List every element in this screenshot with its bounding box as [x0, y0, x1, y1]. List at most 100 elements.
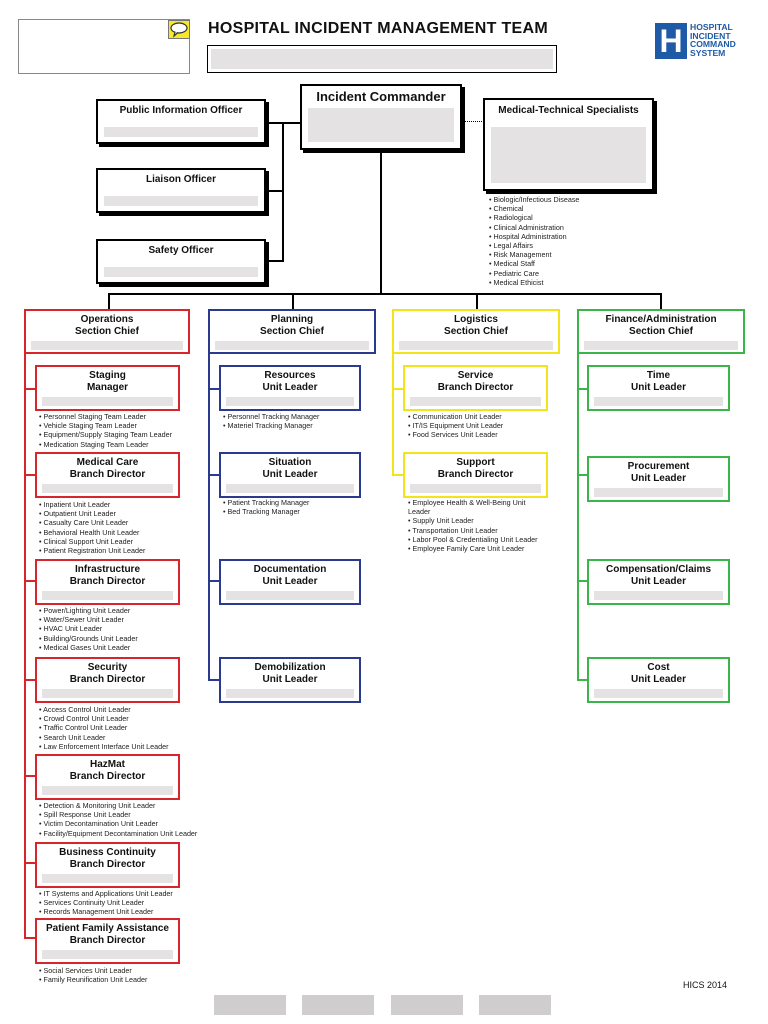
name-field[interactable] [410, 397, 541, 406]
list-item: Family Reunification Unit Leader [39, 975, 148, 984]
unit-title: Branch Director [437, 382, 514, 393]
list-item: Legal Affairs [489, 241, 579, 250]
unit-title: Unit Leader [630, 576, 686, 587]
name-field[interactable] [491, 127, 646, 183]
support-list: Employee Health & Well-Being Unit Leader… [408, 498, 538, 553]
planning-chief-box[interactable]: Planning Section Chief [208, 309, 376, 354]
medtech-specialists-label: Medical-Technical Specialists [498, 105, 639, 116]
safety-officer-box[interactable]: Safety Officer [96, 239, 266, 284]
security-list: Access Control Unit Leader Crowd Control… [39, 705, 169, 751]
name-field[interactable] [226, 591, 354, 600]
unit-title: Branch Director [69, 469, 146, 480]
name-field[interactable] [226, 484, 354, 493]
list-item: Bed Tracking Manager [223, 507, 309, 516]
pio-box[interactable]: Public Information Officer [96, 99, 266, 144]
name-field[interactable] [594, 689, 723, 698]
list-item: Behavioral Health Unit Leader [39, 528, 145, 537]
unit-title: Patient Family Assistance [45, 923, 169, 934]
name-field[interactable] [410, 484, 541, 493]
name-field[interactable] [594, 591, 723, 600]
unit-title: Cost [647, 662, 670, 673]
name-field[interactable] [308, 108, 454, 142]
name-field[interactable] [42, 874, 173, 883]
list-item: Medication Staging Team Leader [39, 440, 172, 449]
name-field[interactable] [42, 689, 173, 698]
unit-title: Unit Leader [630, 382, 686, 393]
name-field[interactable] [42, 950, 173, 959]
name-field[interactable] [594, 397, 723, 406]
connector-line [660, 293, 662, 309]
name-field[interactable] [42, 786, 173, 795]
footer-field[interactable] [479, 995, 551, 1015]
unit-title: Compensation/Claims [605, 564, 712, 575]
comment-icon[interactable] [168, 20, 190, 39]
unit-title: Branch Director [69, 935, 146, 946]
operations-chief-box[interactable]: Operations Section Chief [24, 309, 190, 354]
incident-name-field[interactable] [207, 45, 557, 73]
medtech-list: Biologic/Infectious Disease Chemical Rad… [489, 195, 580, 287]
finance-chief-box[interactable]: Finance/Administration Section Chief [577, 309, 745, 354]
name-field[interactable] [104, 196, 258, 206]
name-field[interactable] [42, 484, 173, 493]
planning-chief-label: Planning [270, 314, 314, 325]
unit-title: Branch Director [69, 859, 146, 870]
liaison-officer-label: Liaison Officer [145, 174, 216, 185]
logistics-connector [392, 354, 394, 476]
connector-line [265, 260, 284, 262]
list-item: Access Control Unit Leader [39, 705, 169, 714]
unit-title: Staging [89, 370, 126, 381]
unit-title: Security [87, 662, 128, 673]
hics-logo-text: COMMAND [690, 39, 736, 50]
infrastructure-list: Power/Lighting Unit Leader Water/Sewer U… [39, 606, 138, 652]
name-field[interactable] [42, 397, 173, 406]
connector-line [476, 293, 478, 309]
list-item: Services Continuity Unit Leader [39, 898, 173, 907]
liaison-officer-box[interactable]: Liaison Officer [96, 168, 266, 213]
list-item: Search Unit Leader [39, 733, 169, 742]
unit-title: Branch Director [69, 576, 146, 587]
name-field[interactable] [594, 488, 723, 497]
footer-field[interactable] [214, 995, 286, 1015]
name-field[interactable] [215, 341, 369, 350]
name-field[interactable] [31, 341, 183, 350]
connector-line [265, 190, 284, 192]
name-field[interactable] [226, 397, 354, 406]
medtech-specialists-box[interactable]: Medical-Technical Specialists [483, 98, 654, 191]
name-field[interactable] [584, 341, 738, 350]
name-field[interactable] [226, 689, 354, 698]
hics-logo-text: INCIDENT [690, 30, 731, 41]
list-item: Patient Tracking Manager [223, 498, 310, 507]
notes-box[interactable] [18, 19, 190, 74]
name-field[interactable] [104, 267, 258, 277]
planning-chief-label: Section Chief [260, 326, 324, 337]
footer-field[interactable] [391, 995, 463, 1015]
footer-field[interactable] [302, 995, 374, 1015]
name-field[interactable] [104, 127, 258, 137]
logistics-chief-box[interactable]: Logistics Section Chief [392, 309, 560, 354]
unit-title: Medical Care [76, 457, 139, 468]
operations-chief-label: Section Chief [75, 326, 139, 337]
name-field[interactable] [399, 341, 553, 350]
name-field[interactable] [42, 591, 173, 600]
list-item: Communication Unit Leader [408, 412, 503, 421]
incident-commander-box[interactable]: Incident Commander [300, 84, 462, 150]
unit-title: Branch Director [437, 469, 514, 480]
operations-connector [24, 354, 26, 937]
